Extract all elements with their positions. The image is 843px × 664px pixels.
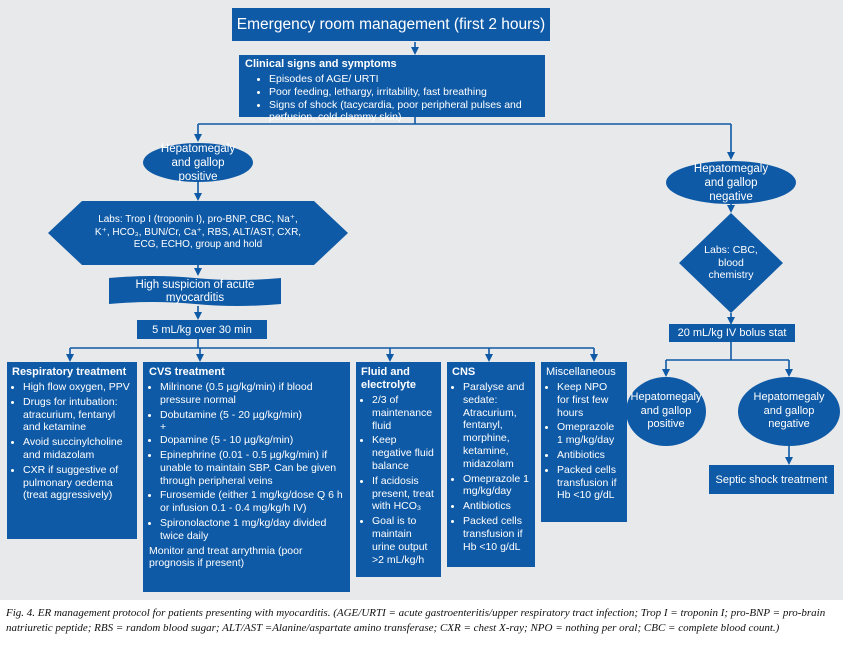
suspicion-banner-text: High suspicion of acute myocarditis: [105, 276, 285, 307]
fluid-bolus-bar: 5 mL/kg over 30 min: [137, 320, 267, 339]
treatment-item: Epinephrine (0.01 - 0.5 µg/kg/min) if un…: [160, 449, 344, 487]
iv-bolus-label: 20 mL/kg IV bolus stat: [677, 327, 787, 339]
treatment-item: Omeprazole 1 mg/kg/day: [463, 473, 530, 499]
clinical-heading: Clinical signs and symptoms: [245, 58, 397, 70]
banner-label: High suspicion of acute myocarditis: [135, 279, 255, 304]
ellipse-label: Hepatomegaly and gallop negative: [753, 391, 825, 431]
miscellaneous-box: Miscellaneous Keep NPO for first few hou…: [541, 362, 627, 522]
labs-hexagon: [48, 201, 348, 265]
title-box: Emergency room management (first 2 hours…: [232, 8, 550, 41]
fluid-bolus-label: 5 mL/kg over 30 min: [152, 323, 252, 336]
treatment-item: If acidosis present, treat with HCO₃: [372, 475, 436, 513]
ellipse-label: Hepatomegaly and gallop negative: [693, 162, 769, 203]
ellipse-label: Hepatomegaly and gallop positive: [630, 391, 702, 431]
clinical-item: Signs of shock (tacycardia, poor periphe…: [269, 99, 539, 125]
flowchart-canvas: Emergency room management (first 2 hours…: [0, 0, 843, 600]
treatment-item: Antibiotics: [557, 449, 622, 462]
plus-sign: +: [160, 421, 167, 434]
clinical-item: Episodes of AGE/ URTI: [269, 73, 539, 86]
figure-caption: Fig. 4. ER management protocol for patie…: [6, 607, 826, 634]
right-labs-label: Labs: CBC, blood chemistry: [704, 244, 758, 282]
right-labs-diamond: [679, 213, 783, 313]
treatment-item: Goal is to maintain urine output >2 mL/k…: [372, 515, 436, 566]
septic-shock-box: Septic shock treatment: [709, 465, 834, 494]
title-text: Emergency room management (first 2 hours…: [236, 15, 546, 33]
cvs-note: Monitor and treat arrythmia (poor progno…: [149, 544, 303, 570]
treatment-item: Avoid succinylcholine and midazolam: [23, 436, 132, 462]
fluid-electrolyte-box: Fluid and electrolyte 2/3 of maintenance…: [356, 362, 441, 577]
septic-shock-label: Septic shock treatment: [715, 473, 828, 486]
misc-heading: Miscellaneous: [546, 366, 616, 378]
treatment-item: 2/3 of maintenance fluid: [372, 394, 436, 432]
right-negative-ellipse: Hepatomegaly and gallop negative: [738, 377, 840, 446]
fluid-heading: Fluid and electrolyte: [361, 366, 417, 391]
treatment-item: Dopamine (5 - 10 µg/kg/min): [160, 434, 344, 447]
cns-box: CNS Paralyse and sedate: Atracurium, fen…: [447, 362, 535, 567]
clinical-signs-box: Clinical signs and symptoms Episodes of …: [239, 55, 545, 123]
treatment-item: Antibiotics: [463, 500, 530, 513]
treatment-item: Paralyse and sedate: Atracurium, fentany…: [463, 381, 530, 471]
treatment-item: Omeprazole 1 mg/kg/day: [557, 421, 622, 447]
cvs-heading: CVS treatment: [149, 366, 225, 378]
labs-text: Labs: Trop I (troponin I), pro-BNP, CBC,…: [90, 201, 306, 265]
hepatomegaly-negative-ellipse: Hepatomegaly and gallop negative: [666, 161, 796, 204]
treatment-item: CXR if suggestive of pulmonary oedema (t…: [23, 464, 132, 502]
treatment-item: Milrinone (0.5 µg/kg/min) if blood press…: [160, 381, 344, 407]
hepatomegaly-positive-ellipse: Hepatomegaly and gallop positive: [143, 142, 253, 183]
connector-lines: [66, 42, 793, 465]
treatment-item: High flow oxygen, PPV: [23, 381, 132, 394]
respiratory-treatment-box: Respiratory treatment High flow oxygen, …: [7, 362, 137, 539]
treatment-item: Spironolactone 1 mg/kg/day divided twice…: [160, 517, 344, 543]
treatment-item: Furosemide (either 1 mg/kg/dose Q 6 h or…: [160, 489, 344, 515]
labs-label: Labs: Trop I (troponin I), pro-BNP, CBC,…: [94, 214, 302, 251]
treatment-item: Drugs for intubation: atracurium, fentan…: [23, 396, 132, 434]
iv-bolus-bar: 20 mL/kg IV bolus stat: [669, 324, 795, 342]
respiratory-heading: Respiratory treatment: [12, 366, 127, 378]
clinical-item: Poor feeding, lethargy, irritability, fa…: [269, 86, 539, 99]
cns-heading: CNS: [452, 366, 476, 378]
treatment-item: Dobutamine (5 - 20 µg/kg/min): [160, 409, 344, 422]
right-positive-ellipse: Hepatomegaly and gallop positive: [626, 377, 706, 446]
ellipse-label: Hepatomegaly and gallop positive: [160, 142, 236, 183]
suspicion-banner: [109, 276, 281, 306]
treatment-item: Keep NPO for first few hours: [557, 381, 622, 419]
treatment-item: Packed cells transfusion if Hb <10 g/dL: [557, 464, 622, 502]
treatment-item: Packed cells transfusion if Hb <10 g/dL: [463, 515, 530, 553]
cvs-treatment-box: CVS treatment Milrinone (0.5 µg/kg/min) …: [143, 362, 350, 592]
right-labs-text: Labs: CBC, blood chemistry: [696, 238, 766, 288]
treatment-item: Keep negative fluid balance: [372, 434, 436, 472]
